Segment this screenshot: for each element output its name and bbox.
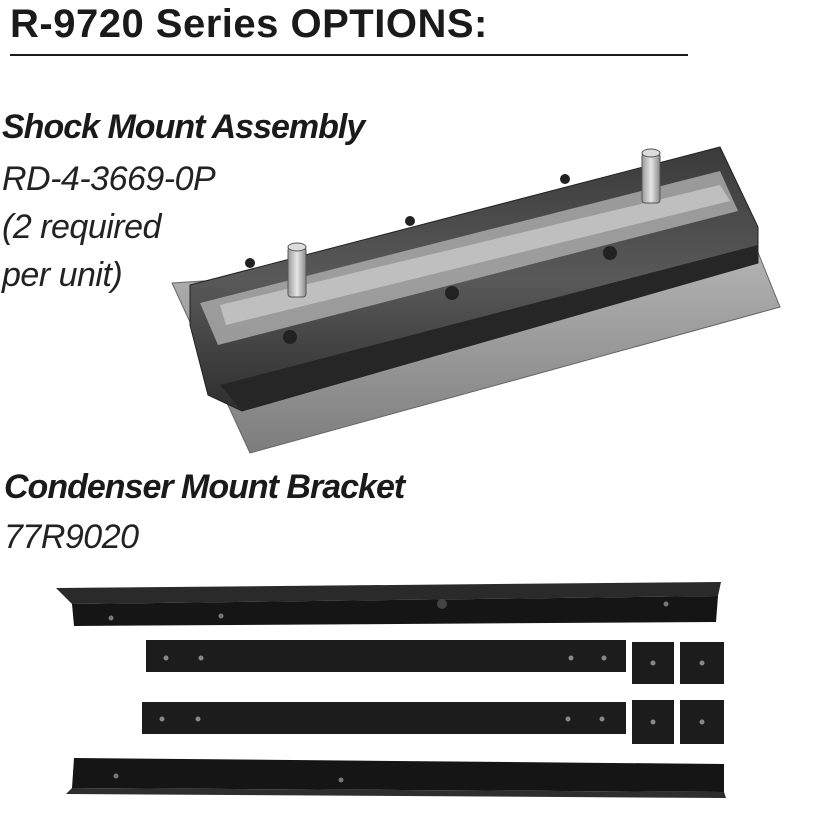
page-title: R-9720 Series OPTIONS: [10, 2, 488, 46]
shock-mount-part-number: RD-4-3669-0P [2, 160, 216, 198]
shock-mount-title: Shock Mount Assembly [2, 108, 365, 146]
condenser-bracket-part-number: 77R9020 [4, 518, 139, 556]
condenser-bracket-image [56, 582, 726, 798]
shock-mount-note-line2: per unit) [2, 256, 123, 294]
title-underline [10, 54, 688, 56]
condenser-bracket-title: Condenser Mount Bracket [4, 468, 405, 506]
shock-mount-note-line1: (2 required [2, 208, 161, 246]
shock-mount-image [171, 146, 781, 454]
